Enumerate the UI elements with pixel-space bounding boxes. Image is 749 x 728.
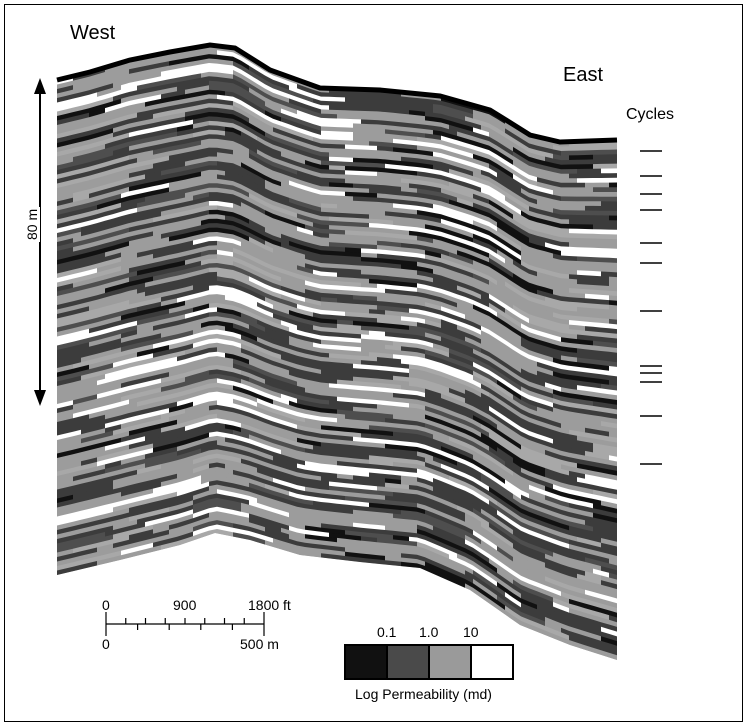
legend-boundary-10: 10 xyxy=(463,624,479,640)
scale-m-0: 0 xyxy=(102,636,110,652)
cycles-label: Cycles xyxy=(626,106,675,123)
permeability-legend-swatches xyxy=(344,644,514,680)
scale-bar xyxy=(105,612,265,636)
legend-swatch xyxy=(470,644,514,680)
thickness-label: 80 m xyxy=(24,206,40,242)
legend-boundary-1-0: 1.0 xyxy=(419,624,439,640)
scale-m-500: 500 m xyxy=(240,636,279,652)
section-top-surface xyxy=(56,42,618,145)
cycle-markers xyxy=(640,150,662,465)
legend-swatch xyxy=(386,644,430,680)
thickness-arrow xyxy=(34,78,46,406)
scale-ft-900: 900 xyxy=(173,597,197,613)
legend-swatch xyxy=(344,644,388,680)
legend-swatch xyxy=(428,644,472,680)
scale-ft-1800: 1800 ft xyxy=(248,597,291,613)
permeability-cross-section xyxy=(57,45,617,660)
legend-title: Log Permeability (md) xyxy=(355,686,492,702)
east-label: East xyxy=(563,64,604,86)
west-label: West xyxy=(70,22,116,44)
legend-boundary-0-1: 0.1 xyxy=(377,624,397,640)
scale-ft-0: 0 xyxy=(102,597,110,613)
